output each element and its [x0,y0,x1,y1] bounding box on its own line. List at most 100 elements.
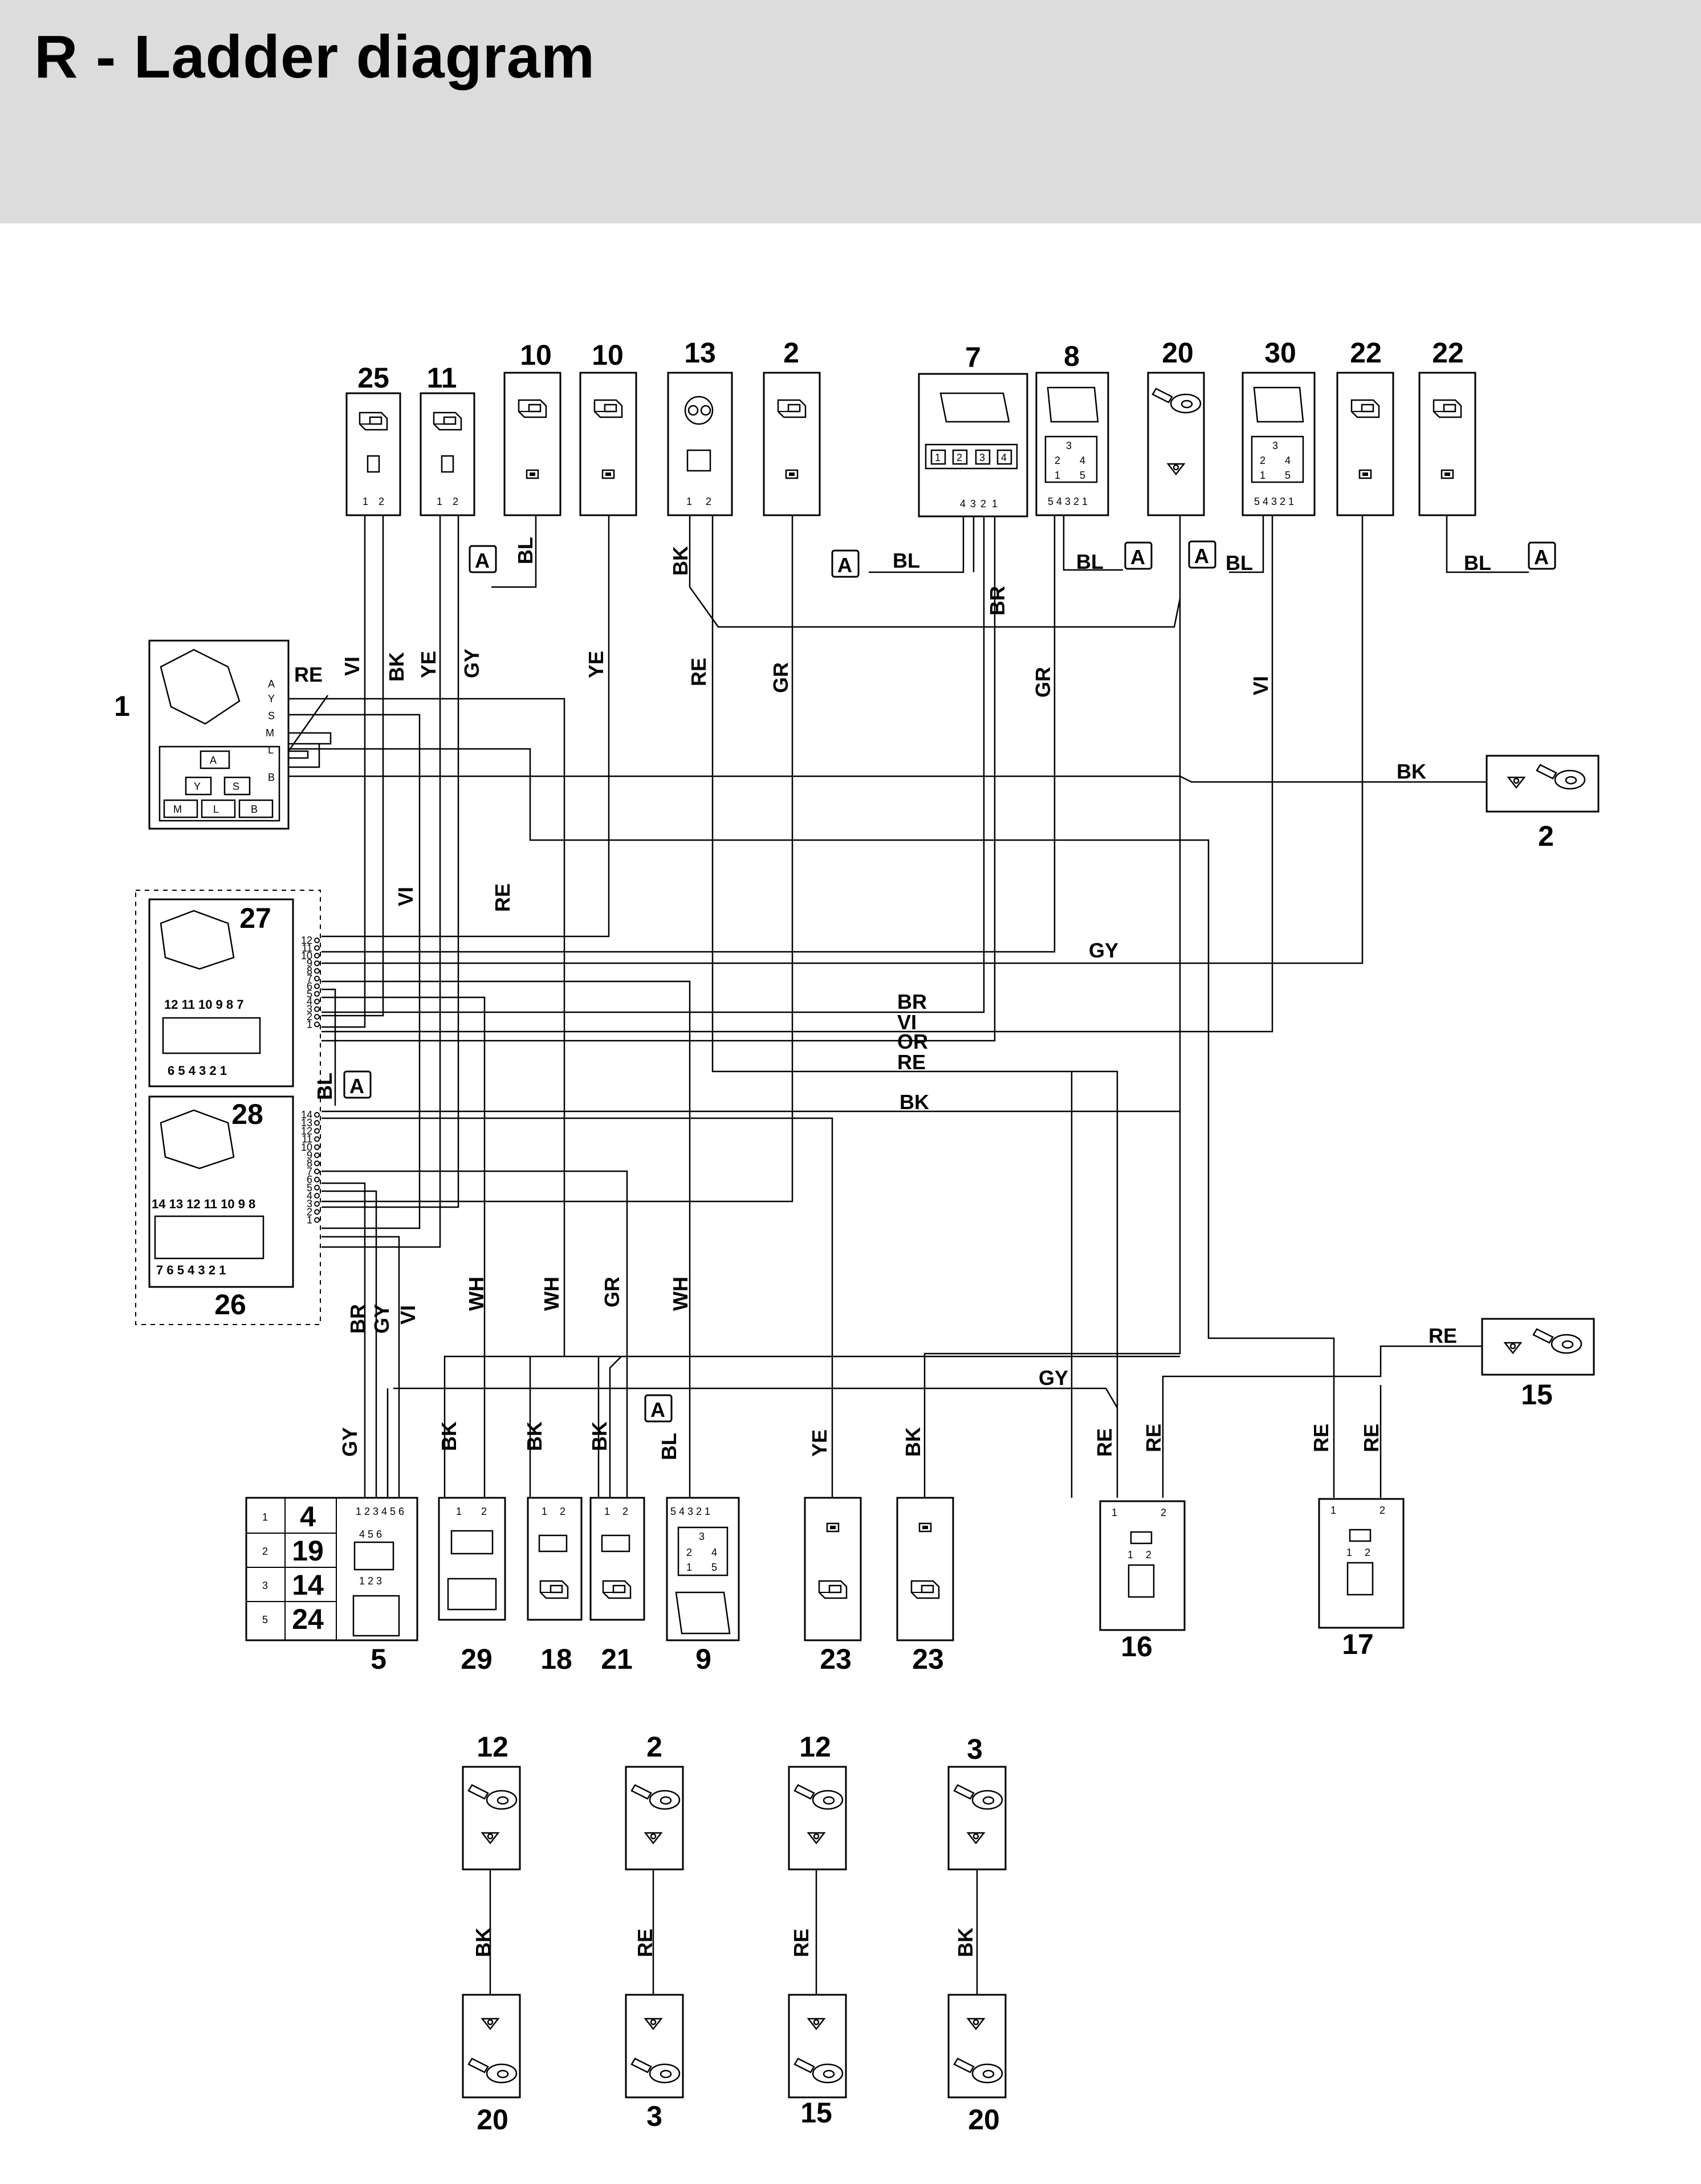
svg-text:14: 14 [292,1569,324,1601]
svg-text:BK: BK [900,1090,929,1114]
svg-text:5: 5 [262,1614,268,1625]
component-number: 18 [540,1643,572,1675]
svg-text:1 2 3: 1 2 3 [359,1575,382,1587]
splice-marker-a: A [1528,541,1556,570]
svg-text:1: 1 [456,1506,462,1517]
svg-text:WH: WH [669,1277,692,1311]
svg-text:2: 2 [1146,1549,1151,1560]
svg-text:1: 1 [1128,1549,1133,1560]
svg-text:L: L [213,804,219,815]
wire-labels: RE VI BK YE GY BL YE BK RE GR BL BR GR B… [294,537,1491,1957]
svg-text:BR: BR [897,990,927,1013]
svg-text:S: S [233,781,239,792]
pin-terminal [314,983,320,989]
svg-text:WH: WH [465,1277,488,1311]
svg-text:3: 3 [699,1531,705,1542]
svg-text:BL: BL [1226,551,1253,574]
svg-text:Y: Y [268,693,275,704]
svg-text:A: A [837,553,852,577]
pin-terminal [314,1217,320,1223]
pin-number: 11 [302,942,312,954]
pin-number: 7 [307,1166,312,1177]
component-number: 7 [965,341,981,373]
splice-marker-a: A [343,1070,372,1099]
pin-terminal [314,1006,320,1012]
svg-text:1: 1 [542,1506,547,1517]
pin-terminal [314,976,320,981]
svg-text:WH: WH [540,1277,563,1311]
svg-text:BL: BL [313,1073,336,1100]
svg-text:2: 2 [646,1731,662,1763]
pin-terminal [314,1160,320,1167]
svg-text:RE: RE [294,663,323,686]
wiring [287,507,1529,1995]
pin-terminal [314,1120,320,1126]
svg-text:6 5 4 3 2 1: 6 5 4 3 2 1 [168,1064,227,1078]
pin-terminal [314,938,320,943]
connector-1: A Y S M L B AY SM LB 1 [114,639,290,830]
svg-text:BR: BR [986,586,1009,616]
svg-text:A: A [1130,545,1145,569]
pin-terminal [314,1144,320,1150]
svg-text:20: 20 [477,2104,508,2136]
component-number: 9 [695,1643,711,1675]
svg-text:12: 12 [477,1731,508,1763]
pin-number: 9 [307,1150,312,1161]
svg-text:2: 2 [481,1506,487,1517]
svg-text:RE: RE [1360,1424,1383,1452]
svg-text:L: L [268,744,274,756]
pin-terminal [314,1184,320,1191]
pin-number: 4 [307,996,312,1007]
pin-number: 8 [307,1158,312,1169]
component-number: 29 [461,1643,493,1675]
svg-text:3: 3 [1066,440,1072,451]
component-number: 23 [820,1643,852,1675]
pin-number: 3 [307,1198,312,1209]
svg-text:GY: GY [338,1427,361,1457]
svg-text:RE: RE [1093,1428,1116,1457]
component-number: 13 [684,337,716,369]
connector-10-b: 10 [579,339,637,516]
component-number: 15 [1521,1379,1553,1411]
svg-text:2: 2 [560,1506,565,1517]
svg-text:BR: BR [346,1304,369,1334]
component-number: 10 [520,339,552,371]
svg-text:5: 5 [711,1562,717,1573]
svg-text:VI: VI [1249,676,1272,695]
pin-terminal [314,1014,320,1020]
pin-number: 9 [307,957,312,969]
svg-text:2: 2 [379,496,384,507]
splice-marker-a: A [1188,540,1216,569]
svg-text:GY: GY [370,1304,393,1334]
component-number: 21 [601,1643,633,1675]
svg-text:1: 1 [604,1506,610,1517]
svg-text:1: 1 [437,496,442,507]
svg-text:GR: GR [600,1277,624,1307]
svg-text:2: 2 [262,1546,268,1557]
svg-text:12: 12 [799,1731,831,1763]
pin-terminal [314,991,320,997]
svg-text:BK: BK [1397,760,1426,783]
svg-text:19: 19 [292,1535,324,1567]
svg-text:A: A [349,1074,364,1098]
svg-text:RE: RE [790,1929,813,1957]
svg-text:4: 4 [300,1501,316,1533]
component-number: 2 [783,337,799,369]
svg-text:Y: Y [194,781,201,792]
pin-number: 2 [307,1206,312,1217]
svg-text:RE: RE [1429,1324,1457,1347]
connector-28: 14 13 12 11 10 9 8 7 6 5 4 3 2 1 28 1413… [148,1095,320,1288]
svg-text:GR: GR [1031,667,1055,698]
svg-text:RE: RE [1142,1424,1165,1452]
pin-terminal [314,1201,320,1207]
pin-number: 6 [307,980,312,992]
svg-text:4 5 6: 4 5 6 [359,1529,382,1540]
connector-2-top: 2 [763,337,821,516]
svg-text:M: M [266,727,274,739]
component-number: 27 [239,902,271,934]
svg-text:YE: YE [584,651,608,678]
pin-number: 4 [307,1190,312,1201]
